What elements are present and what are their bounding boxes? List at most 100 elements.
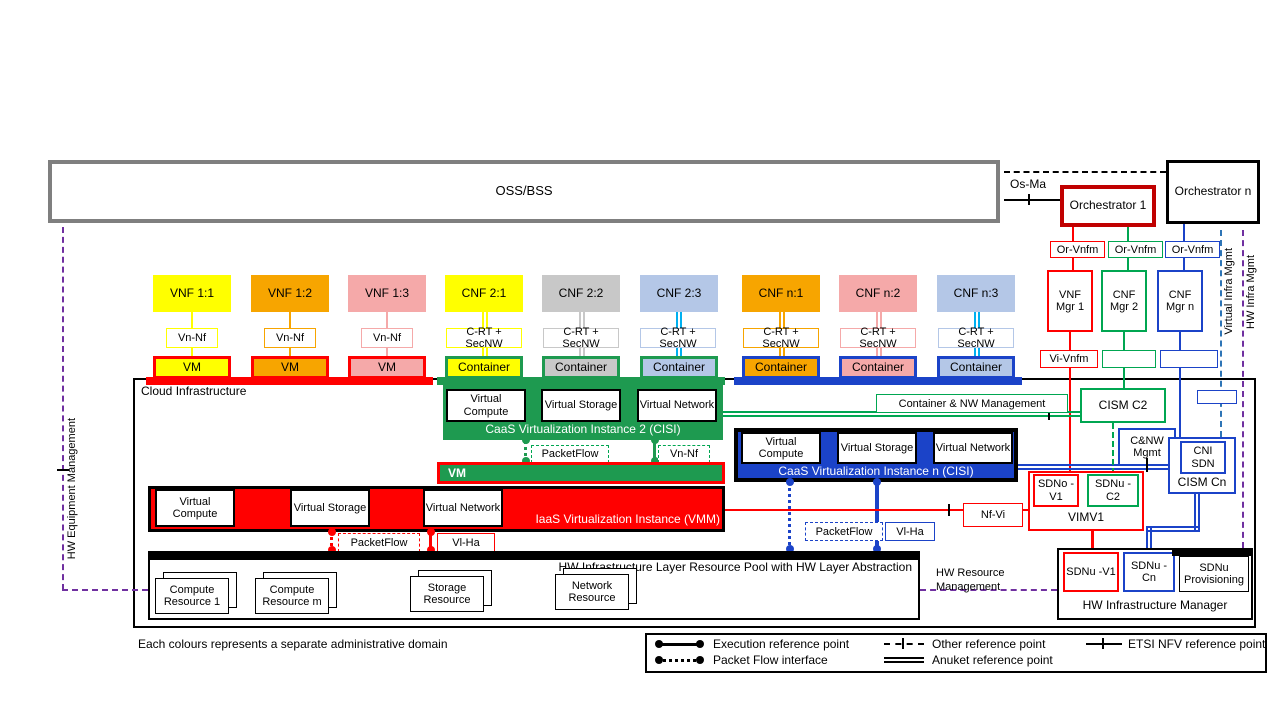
cism-cn-label: CISM Cn <box>1177 475 1227 490</box>
os-ma-label: Os-Ma <box>1010 177 1046 191</box>
hw-abstraction-bar <box>148 551 920 558</box>
c-rt-secnw-tag: C-RT + SecNW <box>446 326 522 350</box>
caasn-title: CaaS Virtualization Instance n (CISI) <box>778 463 974 478</box>
vn-nf-tag: Vn-Nf <box>264 328 316 348</box>
legend-packetflow-glyph <box>658 659 702 662</box>
vi-vnfm-label: Vi-Vnfm <box>1049 353 1089 365</box>
container-box: Container <box>542 356 620 379</box>
empty-tag-blue-small <box>1197 390 1237 404</box>
orchestrator-n-label: Orchestrator n <box>1174 184 1252 199</box>
c-rt-secnw-tag: C-RT + SecNW <box>743 326 819 350</box>
vnf-mgr-1-box: VNF Mgr 1 <box>1047 270 1093 332</box>
legend-dot <box>655 656 663 664</box>
nf-vi-tick <box>948 504 950 516</box>
oss-orchn-other-ref-line <box>1004 171 1166 173</box>
storage-resource: Storage Resource <box>410 570 492 612</box>
or-vnfm-tag-blue: Or-Vnfm <box>1165 241 1220 258</box>
container-nw-mgmt-tag: Container & NW Management <box>876 394 1068 413</box>
hw-pool-title: HW Infrastructure Layer Resource Pool wi… <box>558 560 912 574</box>
vi-vnfm-tag: Vi-Vnfm <box>1040 350 1098 368</box>
footnote: Each colours represents a separate admin… <box>138 637 448 651</box>
nf-box-cnfn1: CNF n:1 <box>742 275 820 312</box>
caas2-virtual-network: Virtual Network <box>637 389 717 422</box>
vn-nf-tag-green: Vn-Nf <box>658 445 710 463</box>
flow-dot <box>873 478 881 486</box>
hw-equipment-mgmt-vline <box>62 227 64 590</box>
compute-resource-1: Compute Resource 1 <box>155 572 237 614</box>
flow-dot <box>427 528 435 536</box>
iaas-vlha-line <box>429 532 432 552</box>
legend-anuket-label: Anuket reference point <box>932 653 1053 667</box>
legend-etsi-label: ETSI NFV reference point <box>1128 637 1266 651</box>
nf-vi-tag: Nf-Vi <box>963 503 1023 527</box>
virtual-infra-mgmt-line <box>1220 230 1222 437</box>
or-vnfm-tag-green: Or-Vnfm <box>1108 241 1163 258</box>
cloud-infrastructure-title: Cloud Infrastructure <box>141 384 247 398</box>
cism-c2-sdnu-dashed-line <box>1112 423 1114 474</box>
hw-equipment-mgmt-label: HW Equipment Management <box>66 418 78 560</box>
iaas-strip <box>146 377 433 385</box>
hw-infra-manager-label: HW Infrastructure Manager <box>1082 598 1228 613</box>
nf-box-cnf21: CNF 2:1 <box>445 275 523 312</box>
nf-box-cnfn2: CNF n:2 <box>839 275 917 312</box>
legend-anuket-glyph <box>884 657 924 663</box>
os-ma-line <box>1004 199 1060 201</box>
vi-vnfm-line-red <box>1069 332 1071 471</box>
legend-dot <box>655 640 663 648</box>
c-rt-secnw-tag: C-RT + SecNW <box>543 326 619 350</box>
packetflow-tag-red: PacketFlow <box>338 533 420 552</box>
nf-box-vnf12: VNF 1:2 <box>251 275 329 312</box>
caas2-virtual-storage: Virtual Storage <box>541 389 621 422</box>
vm-box: VM <box>153 356 231 379</box>
flow-dot <box>522 457 530 465</box>
hw-equipment-tick <box>57 469 69 471</box>
c-rt-secnw-tag: C-RT + SecNW <box>640 326 716 350</box>
caasn-virtual-network: Virtual Network <box>933 432 1013 464</box>
flow-dot <box>522 436 530 444</box>
sdnu-prov-bar <box>1172 548 1253 556</box>
cnw-tick <box>1146 458 1148 472</box>
vimv1-sdnu-line <box>1091 531 1094 552</box>
nf-box-vnf11: VNF 1:1 <box>153 275 231 312</box>
container-box: Container <box>640 356 718 379</box>
hw-pool-box <box>148 558 920 620</box>
iaas-title: IaaS Virtualization Instance (VMM) <box>535 512 720 526</box>
legend-packetflow-label: Packet Flow interface <box>713 653 828 667</box>
flow-dot <box>651 436 659 444</box>
oss-bss-box: OSS/BSS <box>48 160 1000 223</box>
nf-vi-line <box>725 509 1028 511</box>
flow-dot <box>873 545 881 553</box>
vm-bar: VM <box>437 462 725 484</box>
caas2-packetflow-line <box>524 440 527 464</box>
legend-other-tick <box>902 638 904 649</box>
cism-c2-box: CISM C2 <box>1080 388 1166 423</box>
c-rt-secnw-tag: C-RT + SecNW <box>840 326 916 350</box>
vimv1-label: VIMV1 <box>1067 510 1104 525</box>
caasn-anuket-line <box>1018 464 1168 470</box>
empty-tag-green <box>1102 350 1156 368</box>
vm-box: VM <box>348 356 426 379</box>
iaas-packetflow-line <box>330 532 333 552</box>
nf-box-vnf13: VNF 1:3 <box>348 275 426 312</box>
iaas-virtual-network: Virtual Network <box>423 489 503 527</box>
oss-bss-label: OSS/BSS <box>495 183 553 199</box>
vl-ha-tag-red: Vl-Ha <box>437 533 495 552</box>
nf-box-cnf23: CNF 2:3 <box>640 275 718 312</box>
packetflow-tag-green: PacketFlow <box>531 445 609 463</box>
legend-other-label: Other reference point <box>932 637 1046 651</box>
empty-tag-blue <box>1160 350 1218 368</box>
legend-dot <box>696 640 704 648</box>
caas2-title: CaaS Virtualization Instance 2 (CISI) <box>485 422 681 437</box>
flow-dot <box>328 546 336 554</box>
hw-resource-mgmt-label: HW Resource Management <box>936 567 1005 594</box>
vm-box: VM <box>251 356 329 379</box>
flow-dot <box>786 478 794 486</box>
caasn-virtual-compute: Virtual Compute <box>741 432 821 464</box>
or-vnfm-label: Or-Vnfm <box>1056 243 1099 256</box>
virtual-infra-mgmt-label: Virtual Infra Mgmt <box>1223 248 1235 335</box>
cism-cn-down-line <box>1194 494 1200 530</box>
hw-infra-mgmt-line <box>1242 230 1244 548</box>
network-resource: Network Resource <box>555 568 637 610</box>
hw-infra-mgmt-label: HW Infra Mgmt <box>1245 255 1257 329</box>
